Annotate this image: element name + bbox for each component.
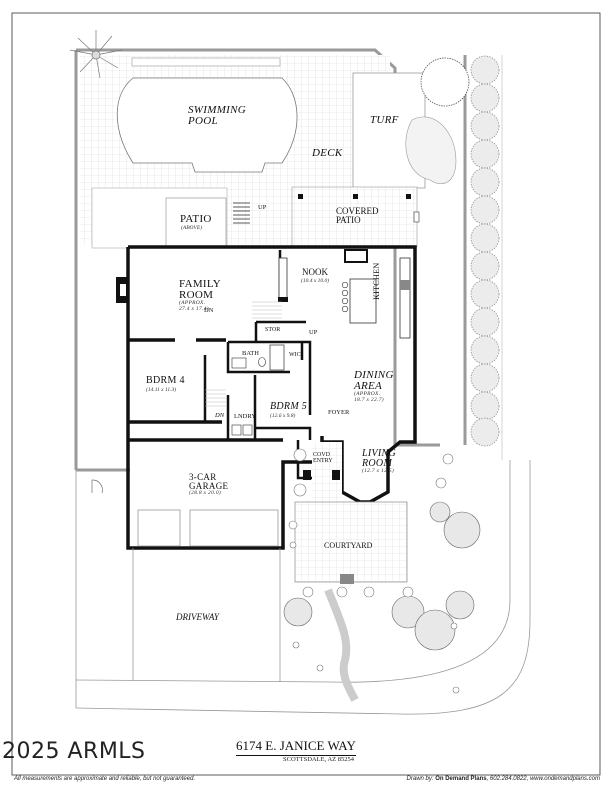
drawn-by-company: On Demand Plans: [435, 776, 487, 782]
swimming-pool-line1: SWIMMING: [188, 104, 246, 116]
label-covd-entry: COVD ENTRY: [313, 452, 333, 464]
lot-boundary: [74, 48, 440, 472]
swimming-pool-line2: POOL: [188, 115, 218, 127]
driveway-lines: [75, 460, 531, 715]
family-room-dim2: 27.4 x 17.4): [179, 305, 209, 312]
garage-dim: (28.8 x 20.0): [189, 490, 222, 496]
pantry: [344, 249, 368, 263]
label-turf: TURF: [370, 114, 399, 126]
bdrm4-stairs: [205, 389, 226, 407]
patio-above: [165, 197, 227, 249]
kitchen-counter: [399, 257, 411, 339]
label-family-room: FAMILY ROOM (APPROX. 27.4 x 17.4): [179, 279, 221, 312]
label-garage: 3-CAR GARAGE (28.8 x 20.0): [189, 473, 228, 497]
label-kitchen: KITCHEN: [371, 262, 381, 300]
living-room-dim: (12.7 x 12.5): [362, 468, 395, 474]
front-trees: [283, 501, 481, 651]
garage-line2: GARAGE: [189, 481, 229, 491]
drawn-by-prefix: Drawn by:: [406, 776, 434, 782]
family-room-line1: FAMILY: [179, 278, 222, 290]
label-stor: STOR: [265, 327, 281, 333]
courtyard-zone: [294, 501, 408, 583]
vanity: [231, 357, 247, 369]
bar-stools: [341, 281, 349, 313]
garage-doors: [137, 509, 279, 547]
dining-dim1: (APPROX.: [354, 391, 381, 397]
palm-tree: [69, 30, 123, 79]
bathtub: [269, 344, 285, 371]
drawn-by-contact: , 602.284.0822, www.ondemandplans.com: [486, 776, 600, 782]
label-covered-patio: COVERED PATIO: [336, 207, 379, 225]
label-stairs-dn-bdrm4: DN: [215, 412, 225, 419]
dining-line1: DINING: [354, 369, 394, 381]
garage-line1: 3-CAR: [189, 472, 217, 482]
label-foyer: FOYER: [328, 409, 350, 416]
covered-patio-line1: COVERED: [336, 206, 379, 216]
dining-dim2: 18.7 x 22.7): [354, 396, 384, 403]
label-deck: DECK: [312, 147, 343, 159]
patio-stairs: [233, 202, 250, 224]
garden-path: [324, 588, 359, 702]
covered-patio-line2: PATIO: [336, 215, 361, 225]
label-stairs-dn-family: DN: [204, 307, 214, 314]
label-bdrm4-dim: (14.11 x 11.3): [146, 387, 177, 393]
family-stairs: [252, 301, 282, 319]
label-bdrm5-dim: (12.6 x 9.8): [270, 413, 296, 419]
disclaimer: All measurements are approximate and rel…: [14, 776, 196, 782]
label-bdrm4: BDRM 4: [146, 375, 185, 386]
washer: [231, 424, 242, 436]
label-lndry: LNDRY: [234, 413, 257, 420]
label-dining-area: DINING AREA (APPROX. 18.7 x 22.7): [354, 370, 394, 403]
label-nook-dim: (10.4 x 10.0): [301, 278, 330, 284]
property-city: SCOTTSDALE, AZ 85254: [283, 756, 354, 763]
label-bath: BATH: [242, 350, 259, 357]
covd-entry-line1: COVD: [313, 452, 331, 458]
label-patio-note: (ABOVE): [181, 225, 203, 231]
label-swimming-pool: SWIMMING POOL: [188, 105, 246, 127]
dining-line2: AREA: [354, 380, 383, 392]
living-room-line2: ROOM: [362, 458, 393, 469]
small-shrubs: [288, 448, 460, 694]
property-address: 6174 E. JANICE WAY: [236, 738, 356, 756]
swimming-pool: [116, 77, 298, 173]
drawn-by: Drawn by: On Demand Plans, 602.284.0822,…: [407, 776, 600, 782]
shrub-cluster: [405, 116, 457, 185]
label-bdrm5: BDRM 5: [270, 401, 308, 412]
covd-entry-line2: ENTRY: [313, 458, 333, 464]
label-patio: PATIO: [180, 213, 212, 225]
label-courtyard: COURTYARD: [324, 541, 373, 550]
toilet: [258, 357, 266, 367]
label-living-room: LIVING ROOM (12.7 x 12.5): [362, 449, 396, 475]
watermark: 2025 ARMLS: [2, 739, 146, 764]
kitchen-island: [349, 278, 377, 324]
family-room-line2: ROOM: [179, 289, 214, 301]
page-border: [11, 12, 601, 776]
label-wic: WIC: [289, 352, 301, 358]
dryer: [242, 424, 253, 436]
label-stairs-up-patio: UP: [258, 204, 267, 211]
label-driveway: DRIVEWAY: [176, 612, 219, 622]
tree-canopy: [420, 57, 470, 107]
label-nook: NOOK: [302, 267, 328, 277]
living-room-line1: LIVING: [362, 448, 397, 459]
hedge-row: [470, 55, 500, 447]
family-room-dim1: (APPROX.: [179, 300, 206, 306]
label-stairs-up-stor: UP: [309, 329, 318, 336]
side-gate: [91, 479, 103, 494]
